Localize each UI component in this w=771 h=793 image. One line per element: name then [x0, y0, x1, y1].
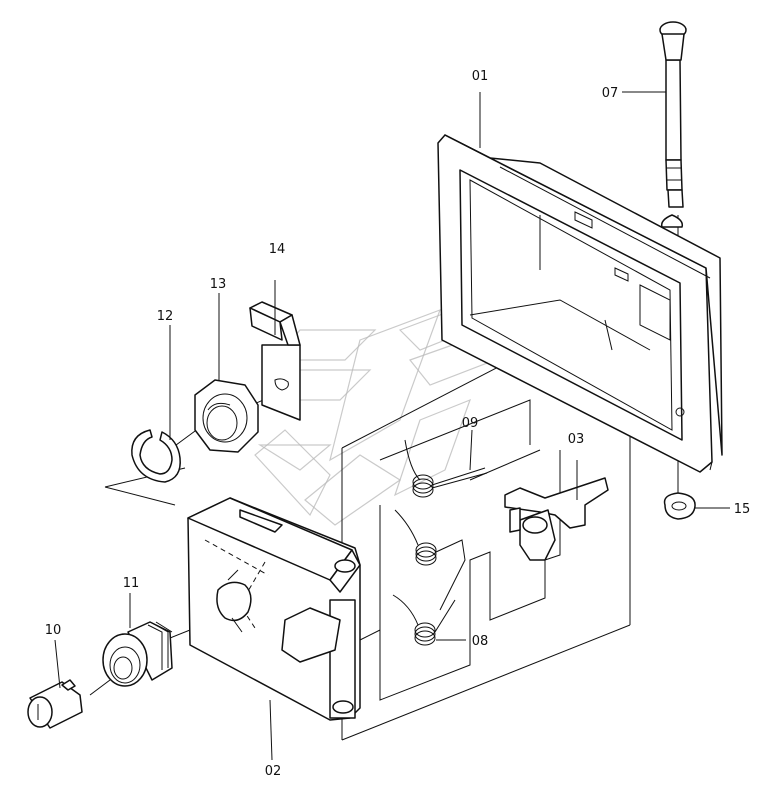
part-07-pin [659, 21, 687, 228]
part-09-spring [404, 439, 488, 498]
callout-02: 02 [265, 764, 282, 779]
part-01-frame [437, 134, 723, 473]
part-02-body [187, 497, 361, 721]
part-15-e-ring [663, 492, 696, 520]
callout-03: 03 [568, 432, 585, 447]
part-03-lever [504, 477, 609, 561]
part-12-snap-ring [131, 429, 181, 483]
part-14-plate [249, 301, 301, 421]
callout-15: 15 [734, 502, 751, 517]
part-08-spring-lower [392, 594, 456, 646]
callout-08: 08 [472, 634, 489, 649]
callout-12: 12 [157, 309, 174, 324]
part-10-key-cylinder [27, 679, 83, 729]
callout-14: 14 [269, 242, 286, 257]
callout-10: 10 [45, 623, 62, 638]
callout-09: 09 [462, 416, 479, 431]
callout-13: 13 [210, 277, 227, 292]
part-08-spring-middle [394, 509, 466, 611]
leader-lines [54, 91, 730, 761]
part-13-nut [194, 379, 259, 453]
part-11-cylinder-housing [102, 621, 173, 687]
callout-11: 11 [123, 576, 140, 591]
callout-labels: 01 02 03 07 08 09 10 11 12 13 14 15 [45, 69, 751, 779]
callout-07: 07 [602, 86, 619, 101]
callout-01: 01 [472, 69, 489, 84]
